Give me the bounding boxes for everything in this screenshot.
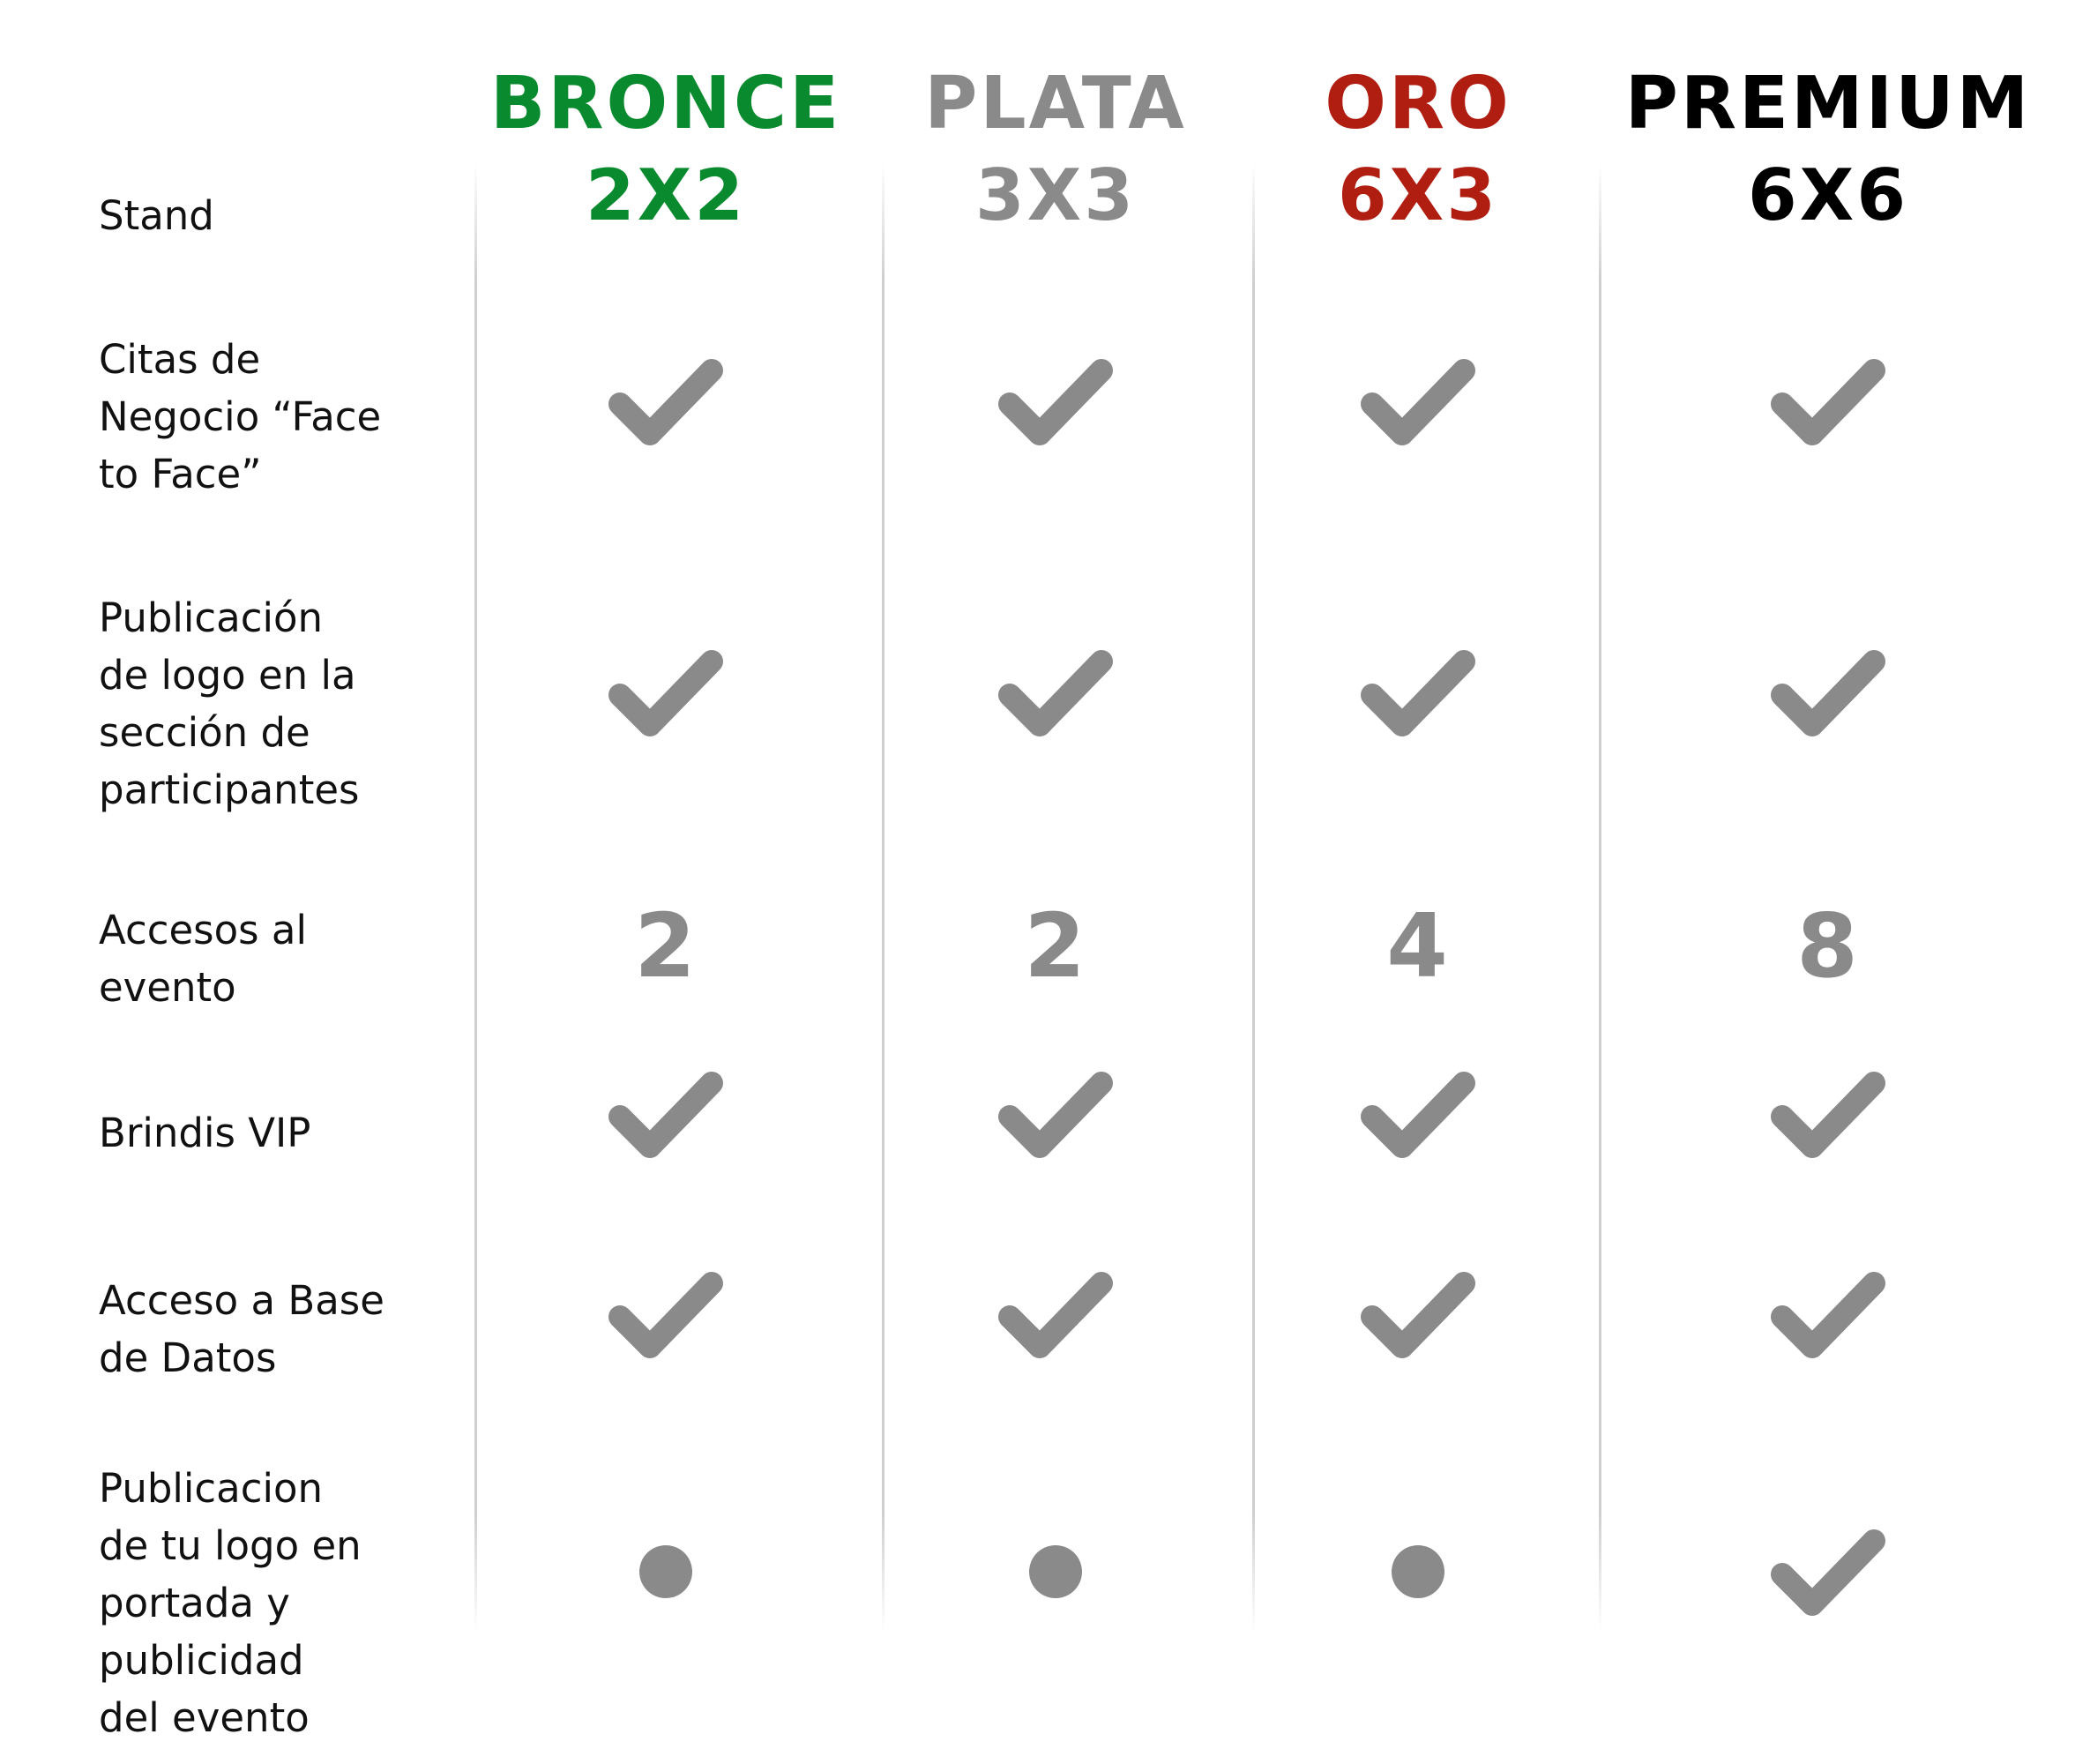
column-divider <box>474 163 477 1632</box>
column-divider <box>882 163 885 1632</box>
tier-size-plata: 3X3 <box>974 154 1137 236</box>
check-icon <box>1758 631 1899 754</box>
access-count: 4 <box>1386 893 1450 998</box>
check-icon <box>1758 1252 1899 1376</box>
value-number: 8 <box>1758 884 1899 1007</box>
tier-size-premium: 6X6 <box>1747 154 1909 236</box>
column-divider <box>1252 163 1255 1632</box>
row-label: Publicacion de tu logo en portada y publ… <box>99 1465 362 1741</box>
row-label: Publicación de logo en la sección de par… <box>99 594 360 813</box>
row-label: Accesos al evento <box>99 907 307 1011</box>
check-icon <box>1758 340 1899 463</box>
check-icon <box>1347 340 1489 463</box>
tier-name-oro: ORO <box>1325 62 1512 146</box>
tier-name-premium: PREMIUM <box>1624 62 2032 146</box>
check-icon <box>1758 1510 1899 1633</box>
check-icon <box>1758 1052 1899 1176</box>
tier-size-oro: 6X3 <box>1337 154 1499 236</box>
check-icon <box>985 1252 1126 1376</box>
check-icon <box>985 631 1126 754</box>
dot-icon <box>595 1510 736 1633</box>
access-count: 8 <box>1796 893 1860 998</box>
value-number: 2 <box>985 884 1126 1007</box>
check-icon <box>1347 1252 1489 1376</box>
row-label: Brindis VIP <box>99 1110 311 1156</box>
check-icon <box>595 631 736 754</box>
check-icon <box>1347 631 1489 754</box>
check-icon <box>985 1052 1126 1176</box>
tier-name-bronce: BRONCE <box>489 62 842 146</box>
row-label: Acceso a Base de Datos <box>99 1277 384 1381</box>
value-number: 2 <box>595 884 736 1007</box>
dot-icon <box>1347 1510 1489 1633</box>
check-icon <box>595 340 736 463</box>
column-divider <box>1599 163 1601 1632</box>
value-number: 4 <box>1347 884 1489 1007</box>
check-icon <box>1347 1052 1489 1176</box>
tier-size-bronce: 2X2 <box>585 154 747 236</box>
row-label: Stand <box>99 192 214 239</box>
access-count: 2 <box>1024 893 1087 998</box>
check-icon <box>595 1252 736 1376</box>
dot-icon <box>985 1510 1126 1633</box>
row-label: Citas de Negocio “Face to Face” <box>99 336 382 497</box>
access-count: 2 <box>634 893 698 998</box>
check-icon <box>595 1052 736 1176</box>
tier-name-plata: PLATA <box>924 62 1187 146</box>
check-icon <box>985 340 1126 463</box>
